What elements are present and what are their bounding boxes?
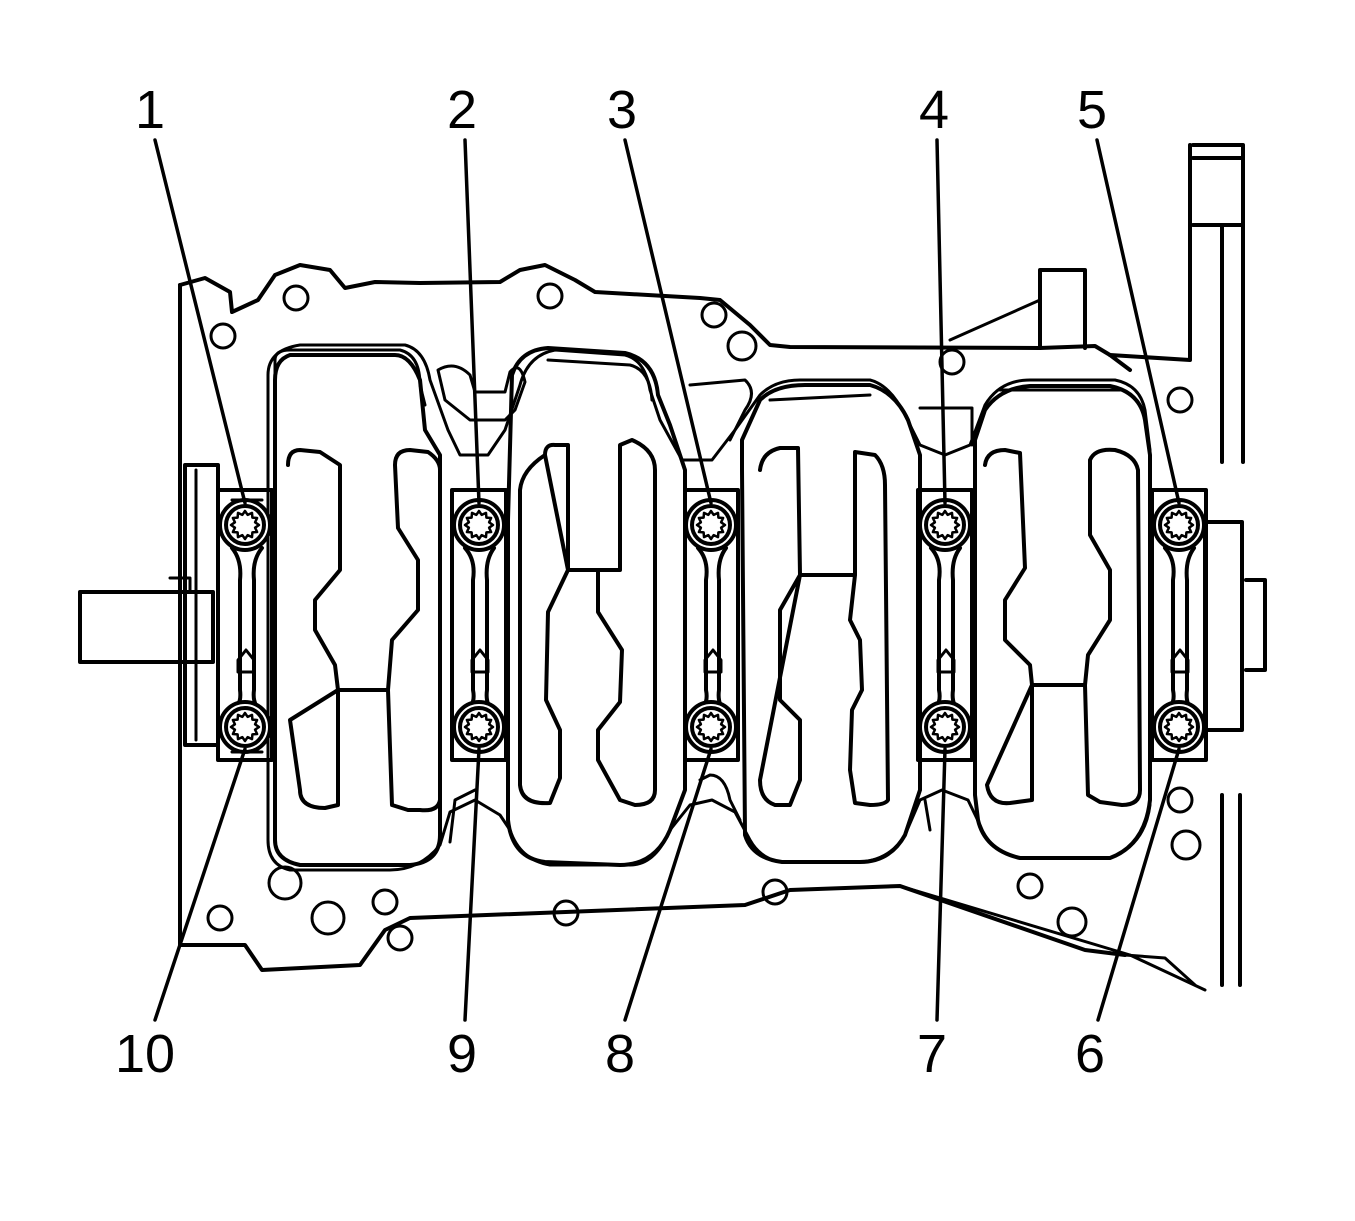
bay-3-frame	[740, 383, 922, 864]
block-holes	[206, 282, 1202, 952]
bolt-label-9: 9	[447, 1024, 477, 1084]
bolt-label-10: 10	[115, 1024, 175, 1084]
bolt-9	[452, 700, 506, 754]
bolt-label-7: 7	[917, 1024, 947, 1084]
bolt-label-4: 4	[919, 80, 949, 140]
crankcase-bays	[273, 346, 1152, 867]
callout-labels: 1 2 3 4 5 6 7 8 9 10	[115, 80, 1107, 1084]
bolt-label-6: 6	[1075, 1024, 1105, 1084]
bearing-cap-bolts	[218, 498, 1206, 754]
bolt-label-8: 8	[605, 1024, 635, 1084]
bolt-label-2: 2	[447, 80, 477, 140]
bolt-2	[452, 498, 506, 552]
leader-line-7	[935, 747, 947, 1022]
bolt-8	[684, 700, 738, 754]
engine-block-outline	[78, 143, 1267, 992]
leader-line-9	[463, 747, 481, 1022]
bolt-1	[218, 498, 272, 552]
bolt-label-3: 3	[607, 80, 637, 140]
bolt-3	[684, 498, 738, 552]
bay-1-frame	[273, 353, 442, 867]
bay-4-frame	[973, 384, 1152, 860]
leader-line-10	[153, 747, 247, 1022]
bolt-7	[918, 700, 972, 754]
leader-line-2	[463, 138, 481, 505]
leader-line-3	[623, 138, 713, 505]
bolt-label-5: 5	[1077, 80, 1107, 140]
bolt-label-1: 1	[135, 80, 165, 140]
leader-line-4	[935, 138, 947, 505]
leader-line-5	[1095, 138, 1181, 505]
bolt-6	[1152, 700, 1206, 754]
callout-leader-lines	[153, 138, 1181, 1022]
leader-line-6	[1096, 747, 1181, 1022]
bolt-4	[918, 498, 972, 552]
bolt-10	[218, 700, 272, 754]
bay-2-frame	[506, 346, 687, 867]
leader-line-8	[623, 747, 713, 1022]
bolt-5	[1152, 498, 1206, 552]
leader-line-1	[153, 138, 247, 505]
main-bearing-web-outlines	[266, 343, 1152, 872]
